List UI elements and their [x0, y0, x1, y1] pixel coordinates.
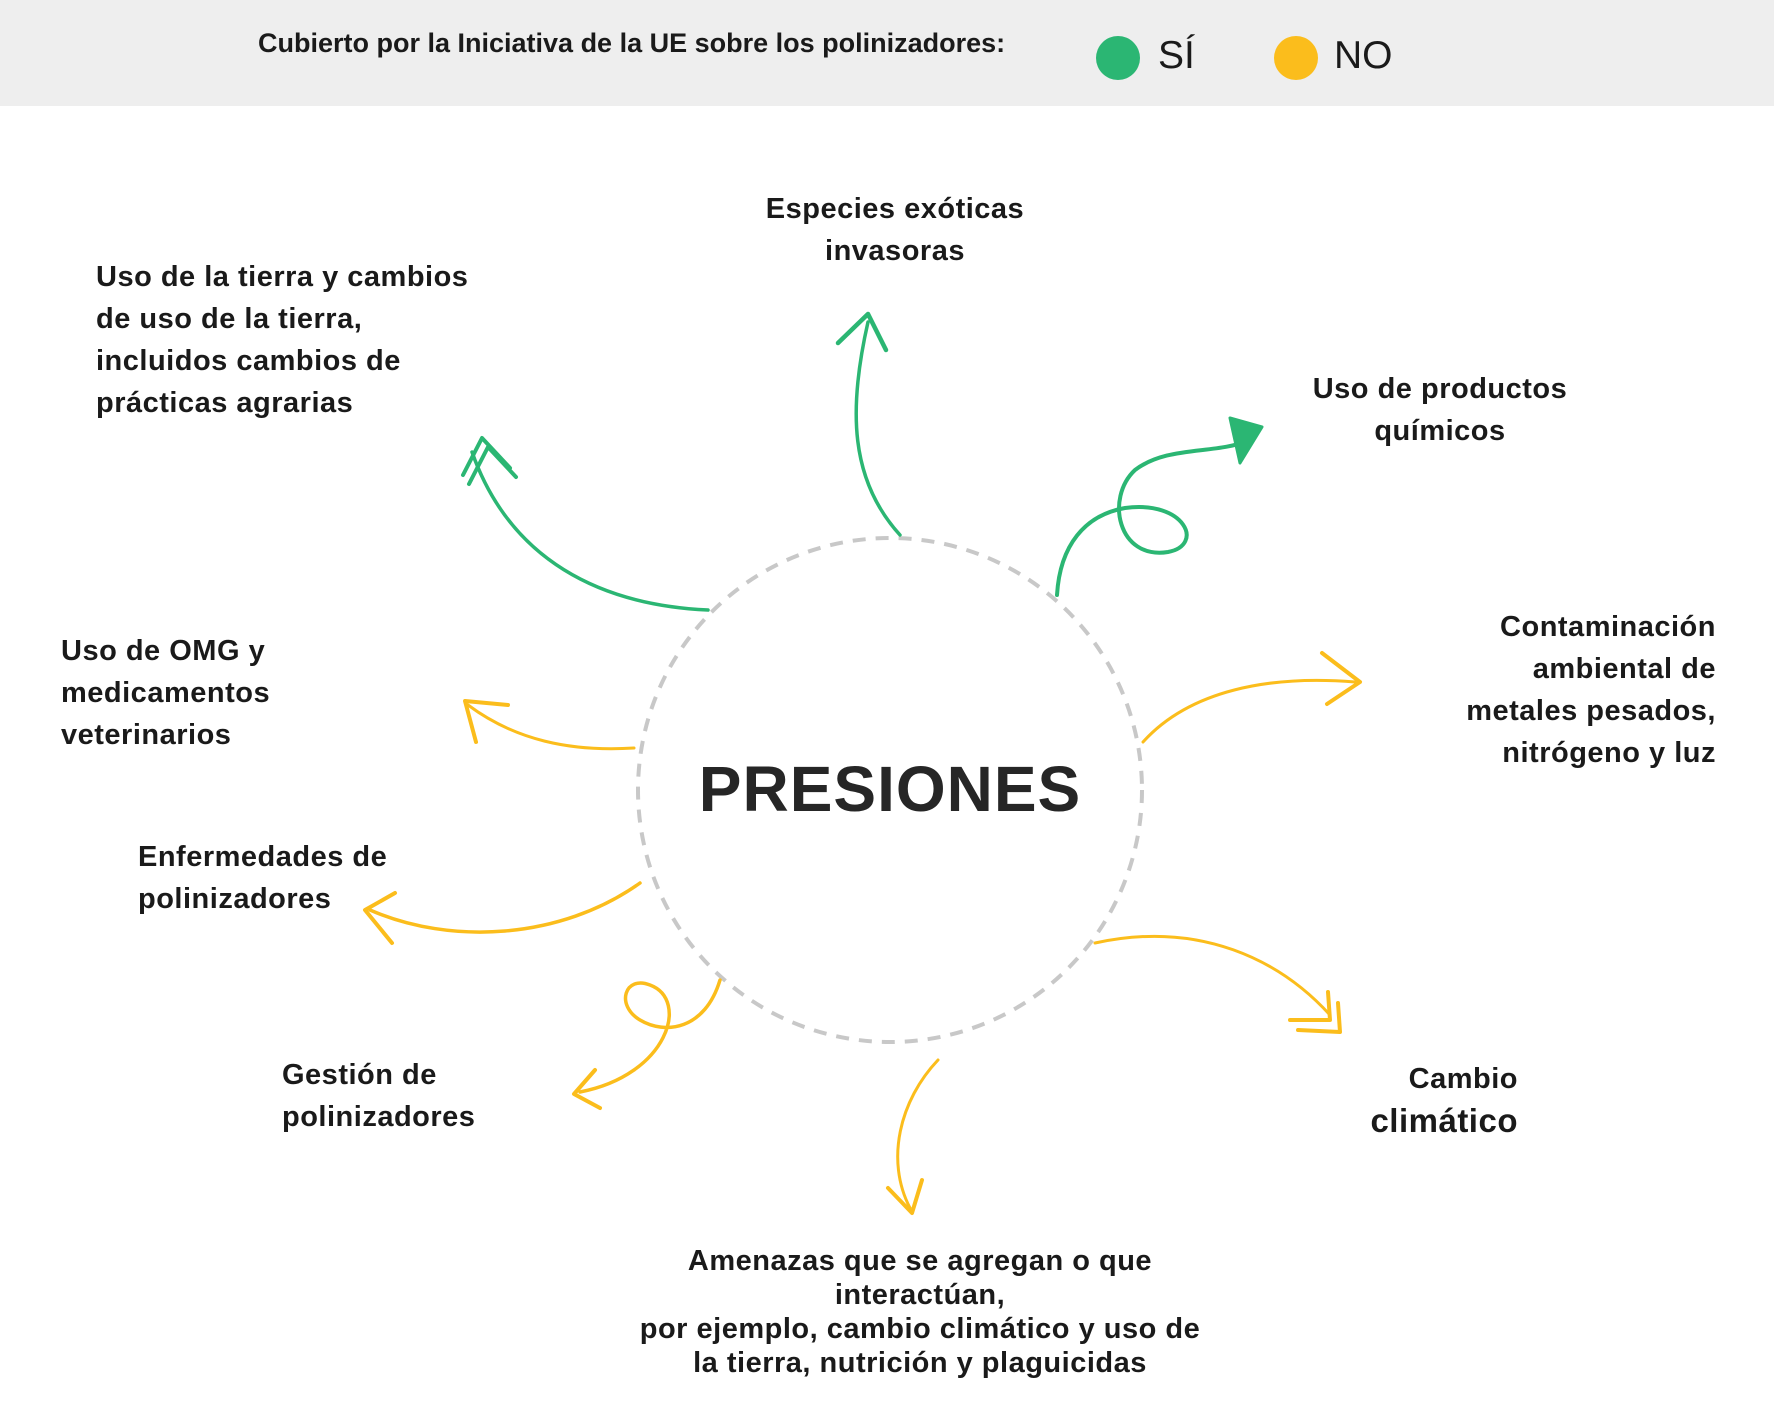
label-aggregated-threats-line: interactúan, [834, 1279, 1006, 1311]
label-climate-change-line: Cambio [1408, 1063, 1518, 1095]
label-invasive-species-line: invasoras [825, 235, 965, 267]
label-chemicals-line: Uso de productos [1312, 373, 1568, 405]
label-pollinator-management: Gestión de polinizadores [282, 1054, 475, 1138]
label-pollinator-management-line: Gestión de [282, 1059, 437, 1091]
arrow-gmo-vet-medicines [463, 699, 636, 751]
arrow-aggregated-threats [886, 1058, 940, 1215]
label-pollution-line: Contaminación [1500, 611, 1716, 643]
label-invasive-species-line: Especies exóticas [765, 193, 1025, 225]
label-aggregated-threats-line: la tierra, nutrición y plaguicidas [693, 1347, 1147, 1379]
label-pollinator-management-line: polinizadores [282, 1101, 476, 1133]
label-land-use-line: prácticas agrarias [96, 387, 354, 419]
arrow-pollution [1141, 651, 1362, 744]
label-gmo-vet-medicines-line: medicamentos [61, 677, 271, 709]
label-gmo-vet-medicines-line: Uso de OMG y [61, 635, 266, 667]
label-pollution-line: metales pesados, [1466, 695, 1716, 727]
label-pollinator-diseases-line: polinizadores [138, 883, 332, 915]
arrow-pollinator-diseases [363, 881, 642, 945]
legend-yes-label: SÍ [1158, 34, 1195, 77]
center-title: PRESIONES [698, 753, 1082, 825]
label-pollution-line: ambiental de [1532, 653, 1716, 685]
arrow-invasive-species [835, 311, 902, 537]
legend-title: Cubierto por la Iniciativa de la UE sobr… [258, 28, 1006, 58]
arrow-land-use [461, 436, 710, 612]
arrow-pollinator-management [572, 978, 722, 1110]
label-land-use: Uso de la tierra y cambios de uso de la … [96, 256, 468, 424]
label-gmo-vet-medicines-line: veterinarios [61, 719, 232, 751]
label-land-use-line: incluidos cambios de [96, 345, 401, 377]
label-land-use-line: Uso de la tierra y cambios [96, 261, 469, 293]
label-chemicals: Uso de productos químicos [1280, 368, 1600, 452]
legend-no-dot [1274, 36, 1318, 80]
label-aggregated-threats-line: Amenazas que se agregan o que [687, 1245, 1153, 1277]
arrow-chemicals [1055, 416, 1264, 597]
legend-no-label: NO [1334, 34, 1393, 77]
label-pollution-line: nitrógeno y luz [1502, 737, 1716, 769]
legend-yes-dot [1096, 36, 1140, 80]
center-circle [636, 536, 1144, 1044]
label-pollinator-diseases: Enfermedades de polinizadores [138, 836, 387, 920]
label-chemicals-line: químicos [1374, 415, 1506, 447]
label-aggregated-threats: Amenazas que se agregan o que interactúa… [600, 1244, 1240, 1380]
label-climate-change-line: climático [1370, 1102, 1518, 1139]
label-pollution: Contaminación ambiental de metales pesad… [1380, 606, 1716, 774]
label-aggregated-threats-line: por ejemplo, cambio climático y uso de [639, 1313, 1201, 1345]
label-pollinator-diseases-line: Enfermedades de [138, 841, 388, 873]
arrow-climate-change [1093, 934, 1342, 1034]
label-land-use-line: de uso de la tierra, [96, 303, 363, 335]
label-climate-change: Cambio climático [1330, 1058, 1518, 1142]
label-invasive-species: Especies exóticas invasoras [705, 188, 1085, 272]
label-gmo-vet-medicines: Uso de OMG y medicamentos veterinarios [61, 630, 270, 756]
legend-bar: Cubierto por la Iniciativa de la UE sobr… [0, 0, 1774, 106]
